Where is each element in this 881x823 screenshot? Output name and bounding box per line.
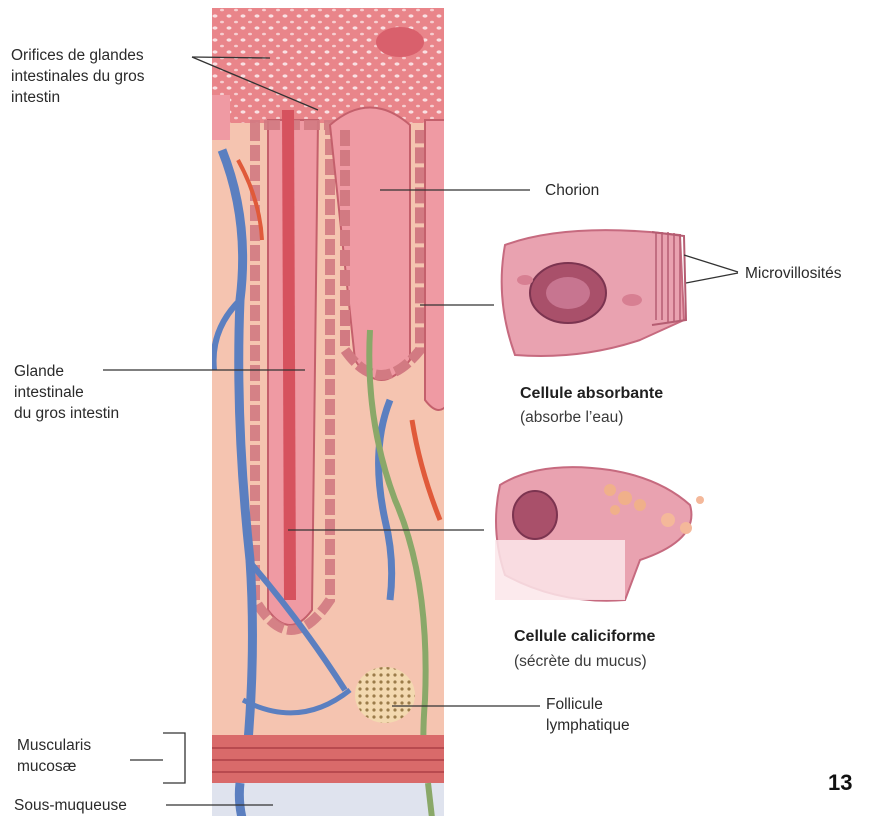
intestinal-gland: [330, 108, 420, 381]
label-cellule-absorbante-desc: (absorbe l’eau): [520, 407, 623, 428]
label-glande: Glande intestinale du gros intestin: [14, 361, 119, 424]
label-muscularis: Muscularis mucosæ: [17, 735, 91, 777]
label-cellule-absorbante: Cellule absorbante: [520, 383, 663, 404]
absorbent-cell-illustration: [502, 230, 686, 356]
label-follicule: Follicule lymphatique: [546, 694, 630, 736]
mucosa-block: [212, 8, 450, 818]
label-orifices: Orifices de glandes intestinales du gros…: [11, 45, 145, 108]
label-cellule-caliciforme-desc: (sécrète du mucus): [514, 651, 647, 672]
label-sous-muqueuse: Sous-muqueuse: [14, 795, 127, 816]
label-cellule-caliciforme: Cellule caliciforme: [514, 626, 655, 647]
submucosa-layer: [212, 783, 444, 818]
label-microvillosites: Microvillosités: [745, 263, 841, 284]
goblet-cell-illustration: [495, 467, 704, 601]
label-chorion: Chorion: [545, 180, 599, 201]
page-number: 13: [828, 770, 852, 796]
